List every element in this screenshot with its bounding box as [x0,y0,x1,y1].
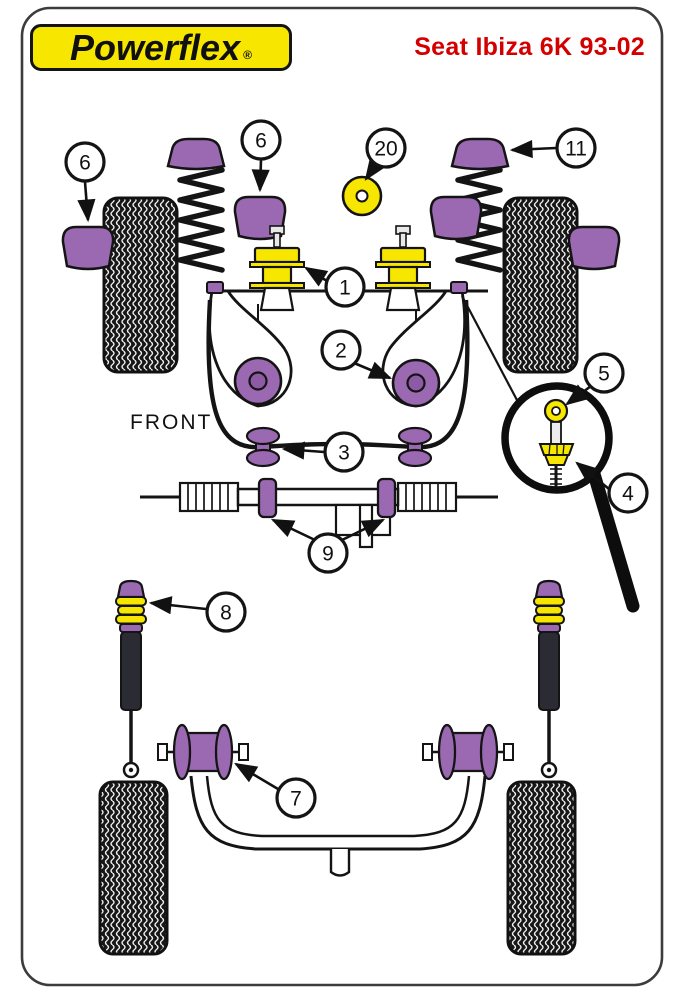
svg-text:5: 5 [598,363,610,386]
arb-bush-right [397,426,433,468]
front-right-tire [502,196,579,374]
callout-arrows [77,139,610,791]
wishbone-front-bush-right [375,225,431,312]
arrow-11 [509,139,557,159]
arrow-5 [565,384,592,406]
svg-text:9: 9 [322,543,334,566]
wishbone-rear-bush-left [233,356,283,406]
svg-text:7: 7 [290,788,302,811]
rear-axle-beam [189,775,487,877]
front-left-tire [102,196,179,374]
magnified-washer [543,398,569,424]
callout-6-inner: 6 [240,119,282,161]
svg-text:1: 1 [339,277,351,300]
magnifier-handle [587,467,640,613]
rear-shock-left [115,579,147,779]
front-label: FRONT [130,411,212,434]
svg-text:2: 2 [335,340,347,363]
callout-5: 5 [583,352,625,394]
arrow-9-right [341,518,386,542]
registered-mark: ® [243,47,252,62]
callout-6-outer: 6 [64,141,106,183]
arrow-9-left [270,518,316,542]
rear-beam-bush-right [422,723,514,781]
arrow-4 [575,461,610,491]
arrow-6-inner [251,159,270,193]
front-left-spring [177,167,225,273]
bump-stop-inner-right [429,195,483,241]
powerflex-logo: Powerflex ® [30,24,292,71]
subframe-nut-left [206,281,224,294]
top-washer-part-20 [341,175,383,217]
svg-text:6: 6 [255,130,267,153]
rear-shock-top-mount-right [534,579,564,599]
bump-stop-outer-left [61,225,115,271]
svg-text:6: 6 [79,152,91,175]
magnifier-leader-line [461,295,519,403]
steering-rack-clamp-left [257,477,278,519]
svg-text:8: 8 [220,602,232,625]
rear-shock-right [533,579,565,779]
rack-bellows-right [396,481,458,513]
bump-stop-outer-right [567,225,621,271]
arrow-3 [281,441,325,460]
wishbone-rear-bush-right [391,358,441,408]
strut-top-mount-right [450,137,510,171]
rear-beam-bush-left [157,723,249,781]
rear-shock-top-mount-left [116,579,146,599]
rack-tube [236,487,400,507]
callout-20: 20 [365,127,407,169]
subframe-nut-right [450,281,468,294]
callout-8: 8 [205,591,247,633]
arrow-6-outer-left [77,181,96,223]
arrow-1 [304,266,329,287]
arb-bush-left [245,426,281,468]
page-title: Seat Ibiza 6K 93-02 [414,33,645,61]
callout-7: 7 [275,777,317,819]
svg-text:4: 4 [622,483,634,506]
svg-text:11: 11 [565,138,587,161]
svg-text:3: 3 [338,442,350,465]
arrow-20 [364,156,386,181]
magnified-bolt [538,421,575,487]
svg-text:20: 20 [374,138,397,161]
callouts: 6 6 20 11 1 2 [64,119,649,819]
strut-top-mount-left [166,137,226,171]
rack-bellows-left [178,481,240,513]
callout-4: 4 [607,472,649,514]
callout-2: 2 [320,329,362,371]
rear-left-tire [98,780,169,956]
callout-1: 1 [324,266,366,308]
wishbone-front-bush-left [249,225,305,312]
steering-rack-clamp-right [376,477,397,519]
arrow-7 [234,762,279,791]
arrow-2 [353,361,393,380]
callout-11: 11 [555,127,597,169]
rear-right-tire [506,780,577,956]
brand-name: Powerflex [70,26,241,68]
callout-9: 9 [307,532,349,574]
callout-3: 3 [323,431,365,473]
arrow-8 [148,596,207,615]
